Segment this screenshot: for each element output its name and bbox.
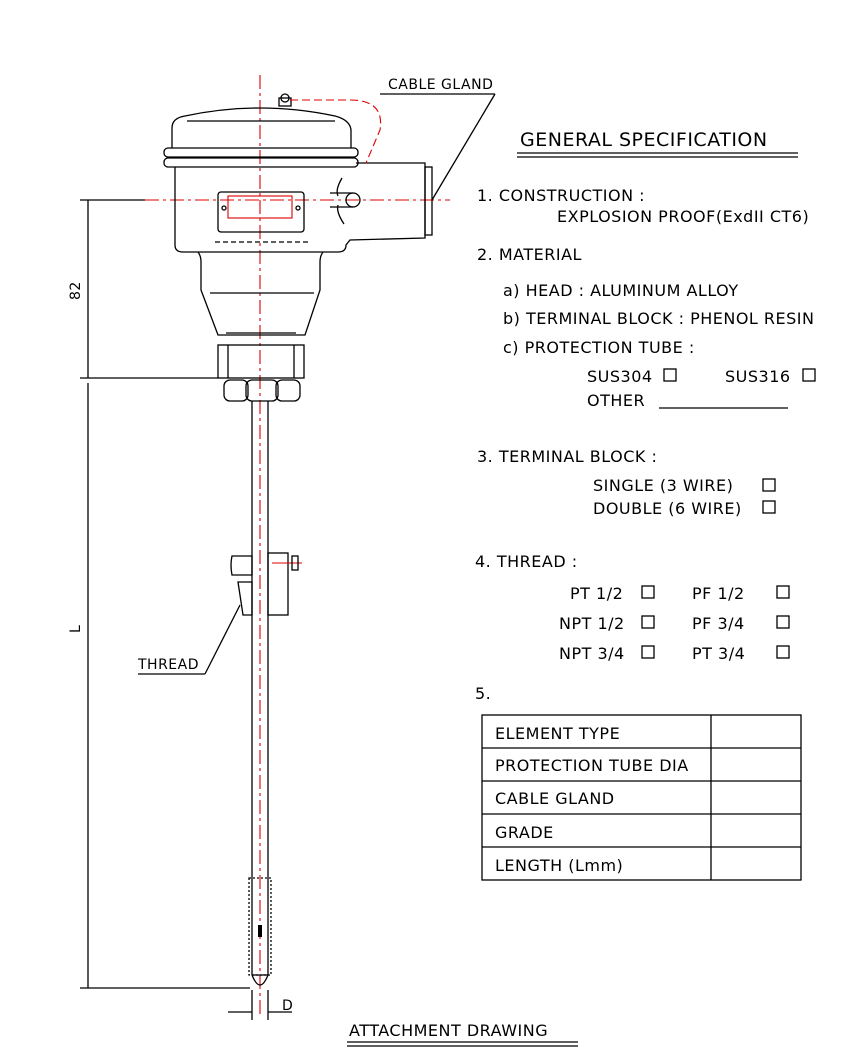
thread-fitting <box>138 552 302 675</box>
spec-title: GENERAL SPECIFICATION <box>520 129 768 151</box>
option-double: DOUBLE (6 WIRE) <box>593 499 742 518</box>
spec-terminal-block-type: 3. TERMINAL BLOCK : <box>477 447 657 466</box>
spec-construction: 1. CONSTRUCTION : <box>477 186 645 205</box>
dimension-82: 82 <box>68 281 84 300</box>
drawing-title: ATTACHMENT DRAWING <box>349 1021 548 1040</box>
spec-5: 5. <box>475 684 491 703</box>
option-pt12: PT 1/2 <box>570 584 623 603</box>
spec-construction-value: EXPLOSION PROOF(ExdII CT6) <box>557 207 809 226</box>
option-single: SINGLE (3 WIRE) <box>593 476 733 495</box>
spec-table: ELEMENT TYPE PROTECTION TUBE DIA CABLE G… <box>481 714 802 881</box>
checkbox-single[interactable] <box>762 478 776 492</box>
option-pf12: PF 1/2 <box>692 584 745 603</box>
spec-head: a) HEAD : ALUMINUM ALLOY <box>503 281 739 300</box>
checkbox-sus316[interactable] <box>802 368 816 382</box>
option-pt34: PT 3/4 <box>692 644 745 663</box>
thread-label: THREAD <box>137 657 199 673</box>
checkbox-npt34[interactable] <box>641 645 655 659</box>
checkbox-npt12[interactable] <box>641 615 655 629</box>
table-row-label: GRADE <box>495 823 554 842</box>
general-specification: GENERAL SPECIFICATION 1. CONSTRUCTION : … <box>475 129 816 703</box>
spec-protection-tube: c) PROTECTION TUBE : <box>503 338 695 357</box>
checkbox-pt34[interactable] <box>776 645 790 659</box>
option-pf34: PF 3/4 <box>692 614 745 633</box>
spec-thread: 4. THREAD : <box>475 552 578 571</box>
spec-terminal-block: b) TERMINAL BLOCK : PHENOL RESIN <box>503 309 814 328</box>
checkbox-double[interactable] <box>762 500 776 514</box>
option-sus304: SUS304 <box>587 367 653 386</box>
option-other: OTHER <box>587 391 645 410</box>
checkbox-pt12[interactable] <box>641 585 655 599</box>
terminal-head <box>163 93 433 402</box>
option-npt12: NPT 1/2 <box>559 614 625 633</box>
cable-gland-label: CABLE GLAND <box>388 77 493 93</box>
spec-material: 2. MATERIAL <box>477 245 582 264</box>
option-npt34: NPT 3/4 <box>559 644 625 663</box>
dimension-L: L <box>68 625 84 633</box>
checkbox-sus304[interactable] <box>663 368 677 382</box>
table-row-label: LENGTH (Lmm) <box>495 856 623 875</box>
table-row-label: ELEMENT TYPE <box>495 724 620 743</box>
checkbox-pf12[interactable] <box>776 585 790 599</box>
protection-tube <box>248 401 272 986</box>
table-row-label: PROTECTION TUBE DIA <box>495 756 689 775</box>
dimension-D: D <box>282 998 293 1014</box>
table-row-label: CABLE GLAND <box>495 789 615 808</box>
dimension-lines <box>80 199 292 1020</box>
checkbox-pf34[interactable] <box>776 615 790 629</box>
option-sus316: SUS316 <box>725 367 791 386</box>
